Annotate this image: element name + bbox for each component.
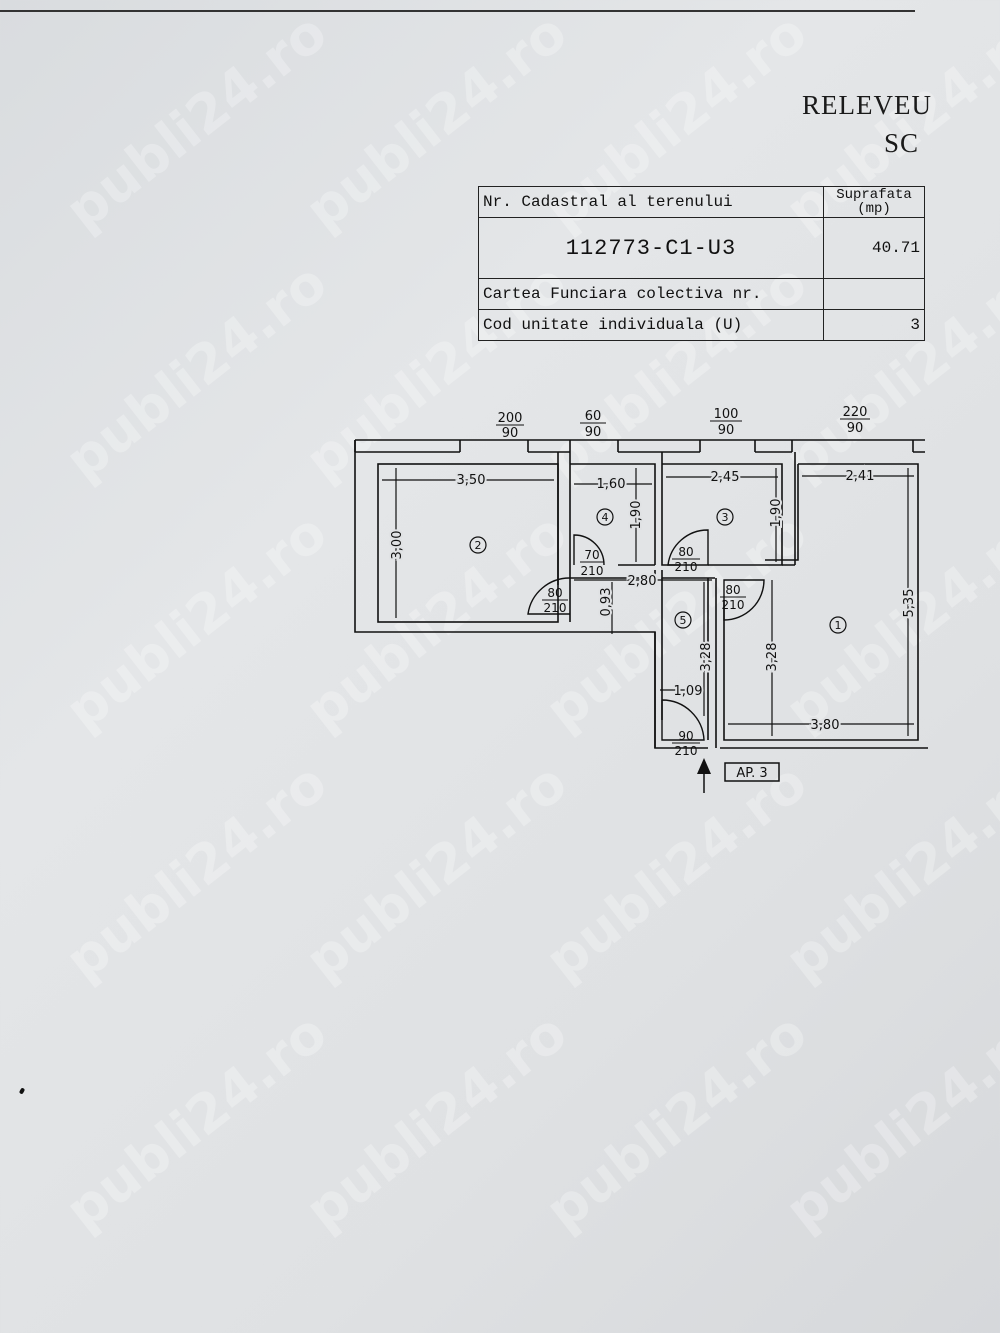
table-row: Cartea Funciara colectiva nr. [478, 278, 925, 310]
table-row: 112773-C1-U3 40.71 [478, 217, 925, 279]
door-arc [573, 534, 605, 566]
door-dim-top: 70 [584, 548, 599, 562]
door-dim-top: 90 [678, 729, 693, 743]
door-swings [527, 529, 765, 741]
room-marker [716, 508, 734, 526]
table-cell-label: Cod unitate individuala (U) [478, 309, 824, 341]
room-number: 3 [722, 511, 729, 524]
room-number: 1 [835, 619, 842, 632]
dim-r2-width: 3,50 [457, 473, 486, 488]
entrance-label: AP. 3 [736, 766, 767, 781]
table-cell-label: Cartea Funciara colectiva nr. [478, 278, 824, 310]
dim-r1-height: 5,35 [902, 589, 917, 618]
room-number: 5 [680, 614, 687, 627]
window-dim-top: 200 [498, 411, 523, 426]
table-cell-label: Nr. Cadastral al terenului [478, 186, 824, 218]
door-dim-bottom: 210 [675, 560, 698, 574]
document-subtitle: SC [884, 128, 920, 158]
door-dim-bottom: 210 [544, 601, 567, 615]
room-marker [596, 508, 614, 526]
table-row: Cod unitate individuala (U) 3 [478, 309, 925, 341]
dim-hall-small: 0,93 [599, 588, 614, 617]
area-value: 40.71 [823, 217, 925, 279]
room-marker [674, 611, 692, 629]
cadastral-info-table: Nr. Cadastral al terenului Suprafata (mp… [478, 186, 925, 341]
door-dim-top: 80 [725, 583, 740, 597]
room-number: 4 [602, 511, 609, 524]
dim-r4-height: 1,90 [629, 501, 644, 530]
window-dim-top: 60 [585, 409, 602, 424]
door-dim-top: 80 [547, 586, 562, 600]
room-marker [469, 536, 487, 554]
dim-r1-width-bottom: 3,80 [811, 718, 840, 733]
window-dim-top: 100 [714, 407, 739, 422]
dimension-lines [382, 468, 914, 736]
dim-hall-width: 2,80 [628, 574, 657, 589]
dim-hall-height: 3,28 [699, 643, 714, 672]
room-number: 2 [475, 539, 482, 552]
door-dim-top: 80 [678, 545, 693, 559]
window-dim-bottom: 90 [502, 426, 519, 441]
document-title: RELEVEU [802, 90, 932, 120]
dim-r3-height: 1,90 [769, 499, 784, 528]
top-rule [0, 10, 915, 12]
door-arc [527, 577, 571, 615]
dim-r3-width: 2,45 [711, 470, 740, 485]
window-dim-bottom: 90 [847, 421, 864, 436]
door-dim-bottom: 210 [675, 744, 698, 758]
area-header-bottom: (mp) [857, 201, 891, 217]
door-arc [667, 529, 709, 566]
cadastral-number: 112773-C1-U3 [565, 235, 737, 261]
window-dim-bottom: 90 [585, 425, 602, 440]
dim-r1-inner-height: 3,28 [765, 643, 780, 672]
table-row: Nr. Cadastral al terenului Suprafata (mp… [478, 186, 925, 218]
window-dim-top: 220 [843, 405, 868, 420]
room-marker [829, 616, 847, 634]
unit-code-value: 3 [823, 309, 925, 341]
dim-r2-height: 3,00 [390, 531, 405, 560]
dim-hall-entry-width: 1,09 [674, 684, 703, 699]
door-dim-bottom: 210 [581, 564, 604, 578]
dim-r1-width-top: 2,41 [846, 469, 875, 484]
dim-r4-width: 1,60 [597, 477, 626, 492]
window-dim-bottom: 90 [718, 423, 735, 438]
table-cell-value: 112773-C1-U3 [478, 217, 824, 279]
door-arc [661, 699, 705, 741]
area-header-top: Suprafata [836, 187, 912, 203]
entrance-arrow-icon [697, 758, 711, 793]
entrance-label-box [724, 762, 780, 782]
door-dim-bottom: 210 [722, 598, 745, 612]
table-cell-header: Suprafata (mp) [823, 186, 925, 218]
door-arc [723, 579, 765, 621]
plan-walls [354, 439, 928, 749]
